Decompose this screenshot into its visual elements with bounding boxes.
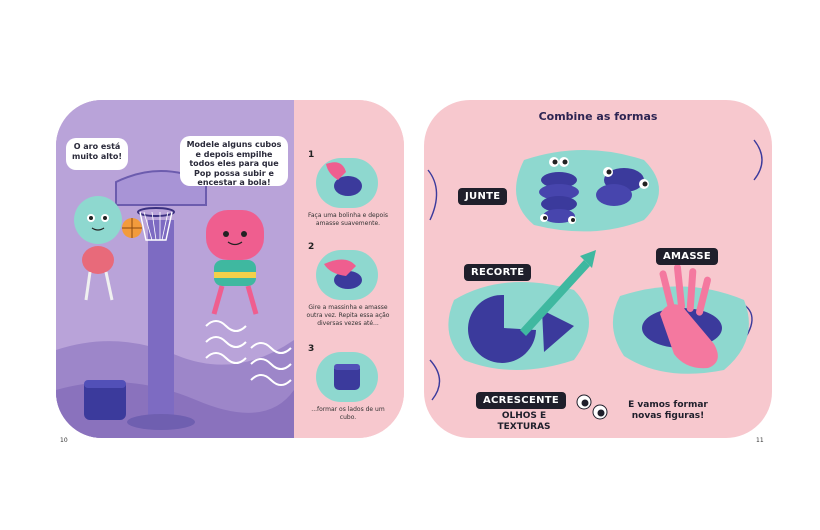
hand-icon — [659, 264, 718, 369]
left-page: O aro está muito alto! Modele alguns cub… — [56, 100, 404, 438]
tag-join: JUNTE — [458, 188, 508, 205]
shapes-illustration — [427, 139, 763, 420]
tag-add: ACRESCENTE — [476, 392, 567, 409]
step-1-number: 1 — [308, 150, 315, 160]
tag-cut: RECORTE — [464, 264, 532, 281]
spring-lines — [205, 320, 247, 364]
clay-cube — [84, 380, 126, 420]
step-1-text: Faça uma bolinha e depois amasse suaveme… — [307, 212, 389, 227]
page-number-right: 11 — [756, 437, 764, 444]
page-title: Combine as formas — [538, 110, 658, 123]
pie-slice — [542, 310, 574, 352]
step-2-text: Gire a massinha e amasse outra vez. Repi… — [306, 304, 390, 327]
new-shapes-text: E vamos formar novas figuras! — [628, 400, 708, 421]
coil-right — [596, 167, 649, 206]
add-subtitle: OLHOS E TEXTURAS — [497, 411, 551, 432]
speech-bubble-cubes: Modele alguns cubos e depois empilhe tod… — [180, 136, 288, 187]
steps-column: 1 Faça uma bolinha e depois amasse suave… — [294, 100, 404, 438]
right-page: Combine as formas — [424, 100, 772, 438]
teal-character — [74, 196, 122, 301]
step-3-illustration — [316, 352, 378, 402]
hoop-pole — [148, 220, 174, 420]
step-2-number: 2 — [308, 242, 315, 252]
basketball-scene: O aro está muito alto! Modele alguns cub… — [56, 100, 294, 438]
speech-bubble-hoop: O aro está muito alto! — [66, 138, 128, 170]
step-1-illustration — [316, 158, 378, 208]
page-number-left: 10 — [60, 437, 68, 444]
step-3-text: ...formar os lados de um cubo. — [311, 406, 385, 421]
coil-left — [539, 157, 579, 224]
step-3-number: 3 — [308, 344, 315, 354]
hoop-rim — [137, 207, 175, 217]
cutting-tool-icon — [520, 260, 590, 336]
step-2-illustration — [316, 250, 378, 300]
cube-icon — [334, 364, 360, 390]
tag-squash: AMASSE — [656, 248, 719, 265]
join-blob — [516, 150, 659, 232]
pie-shape — [468, 294, 536, 363]
pink-character — [206, 210, 264, 315]
